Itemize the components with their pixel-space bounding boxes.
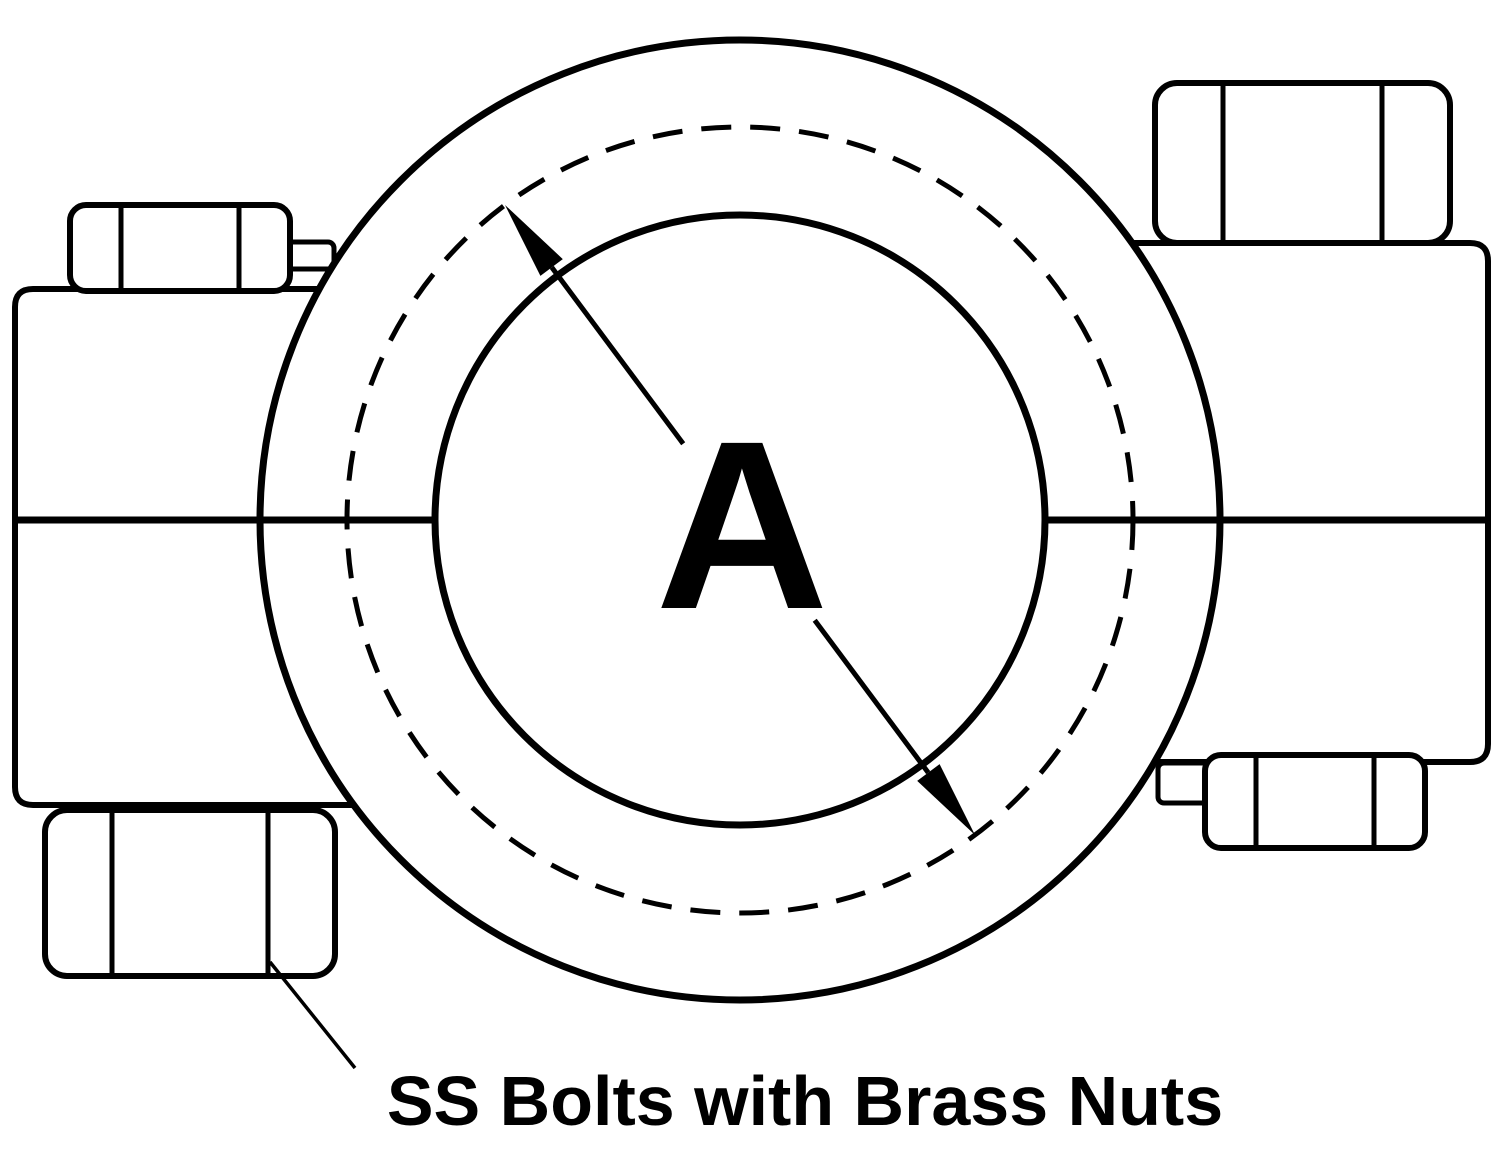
nut-top-right-body bbox=[1152, 80, 1453, 246]
arrowhead-upper-icon bbox=[505, 205, 563, 276]
nut-top-left-icon bbox=[67, 202, 293, 294]
nut-top-left-body bbox=[67, 202, 293, 294]
dimension-arrow-line-lower bbox=[812, 618, 931, 775]
dimension-arrow-line-upper bbox=[549, 265, 686, 446]
nut-top-right-icon bbox=[1152, 80, 1453, 246]
nut-bottom-left-body bbox=[42, 807, 338, 979]
caption-text: SS Bolts with Brass Nuts bbox=[387, 1062, 1223, 1140]
nut-bottom-right-body bbox=[1202, 752, 1428, 851]
nut-bottom-right-icon bbox=[1202, 752, 1428, 851]
caption-leader-line bbox=[268, 960, 357, 1070]
dimension-arrow bbox=[505, 205, 975, 835]
dimension-label: A bbox=[655, 391, 828, 659]
bolt-end-top-left bbox=[283, 239, 337, 272]
arrowhead-lower-icon bbox=[917, 764, 975, 835]
nut-bottom-left-icon bbox=[42, 807, 338, 979]
